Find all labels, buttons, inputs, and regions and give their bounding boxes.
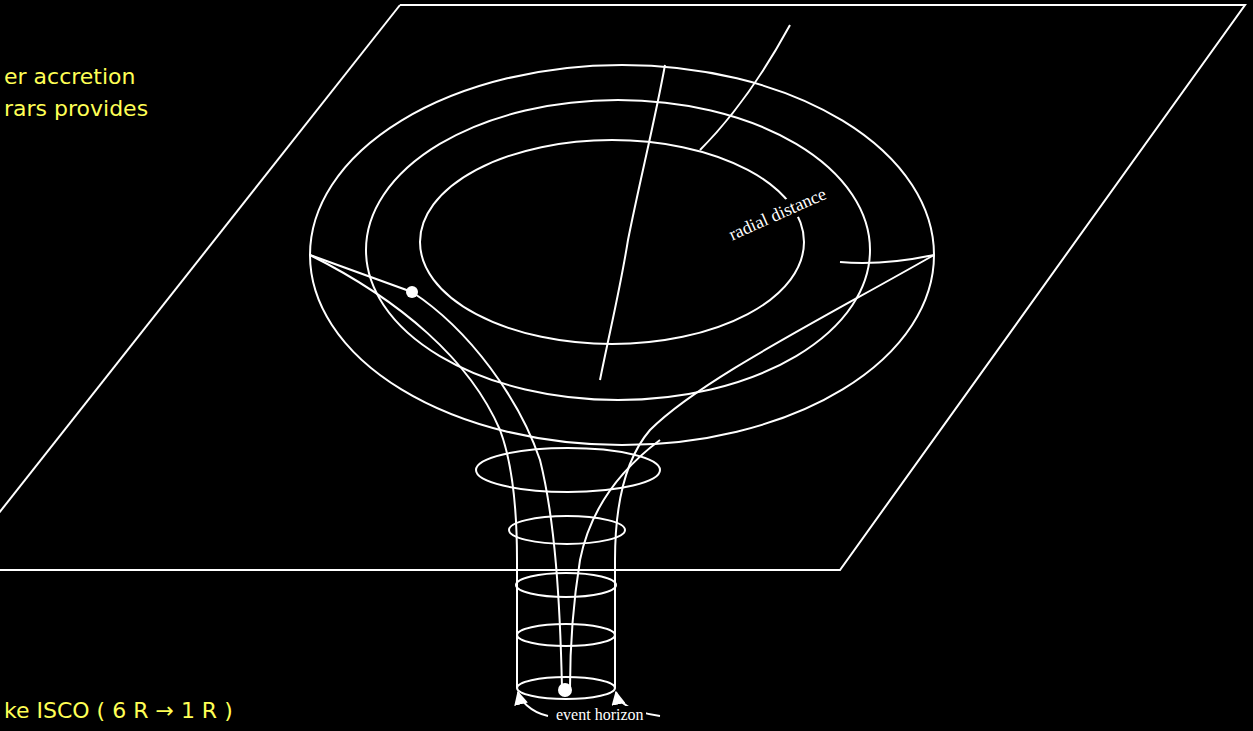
meridian-line xyxy=(570,440,660,688)
funnel-silhouette xyxy=(615,255,934,688)
funnel-silhouette xyxy=(310,255,517,688)
axis-label: radial distance xyxy=(724,183,831,246)
annotation-label: event horizon xyxy=(554,706,646,724)
marker-dot xyxy=(558,683,572,697)
outer-ring xyxy=(310,65,934,445)
slide-text: er accretion xyxy=(2,64,137,89)
plane-edge xyxy=(0,5,400,575)
throat-ring xyxy=(509,516,625,544)
slide-text: rars provides xyxy=(2,96,150,121)
throat-ring xyxy=(476,448,660,492)
horizon-ring xyxy=(517,677,615,699)
meridian-line xyxy=(700,25,790,150)
middle-ring xyxy=(366,100,870,400)
inner-ring xyxy=(420,140,804,344)
pointer-arrow xyxy=(518,692,548,716)
meridian-line xyxy=(600,65,665,380)
marker-dot xyxy=(406,286,418,298)
slide-text: ke ISCO ( 6 R → 1 R ) xyxy=(2,698,235,723)
meridian-line xyxy=(840,255,934,263)
throat-ring xyxy=(516,573,616,597)
meridian-line xyxy=(310,255,562,688)
throat-ring xyxy=(517,624,615,646)
